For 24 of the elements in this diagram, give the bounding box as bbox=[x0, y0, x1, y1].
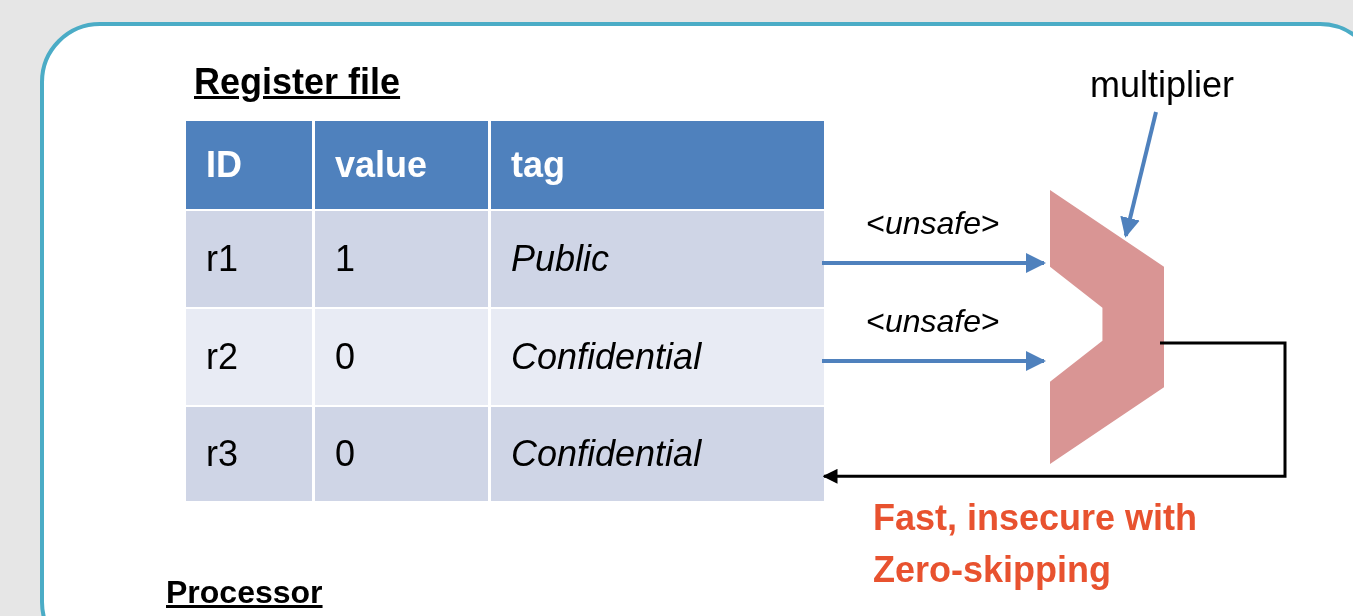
table-cell: 0 bbox=[312, 309, 488, 405]
arrow bbox=[822, 253, 1046, 273]
multiplier-shape bbox=[1050, 190, 1164, 464]
table-cell: r3 bbox=[186, 407, 312, 501]
table-cell: Public bbox=[488, 211, 824, 307]
processor-card bbox=[40, 22, 1353, 616]
table-cell: Confidential bbox=[488, 309, 824, 405]
arrow bbox=[822, 341, 1287, 484]
column-header: tag bbox=[488, 121, 824, 209]
column-header: value bbox=[312, 121, 488, 209]
table-cell: Confidential bbox=[488, 407, 824, 501]
edge-label: <unsafe> bbox=[866, 303, 1000, 340]
edge-label: <unsafe> bbox=[866, 205, 1000, 242]
callout-text: multiplier bbox=[1090, 64, 1235, 105]
leader-line bbox=[1120, 111, 1158, 238]
arrow bbox=[822, 351, 1046, 371]
table-cell: r1 bbox=[186, 211, 312, 307]
table-cell: r2 bbox=[186, 309, 312, 405]
note-text: Fast, insecure with Zero-skipping bbox=[873, 496, 1199, 592]
section-heading: Processor bbox=[166, 574, 323, 611]
table-cell: 0 bbox=[312, 407, 488, 501]
table-title: Register file bbox=[194, 61, 401, 103]
column-header: ID bbox=[186, 121, 312, 209]
table-cell: 1 bbox=[312, 211, 488, 307]
